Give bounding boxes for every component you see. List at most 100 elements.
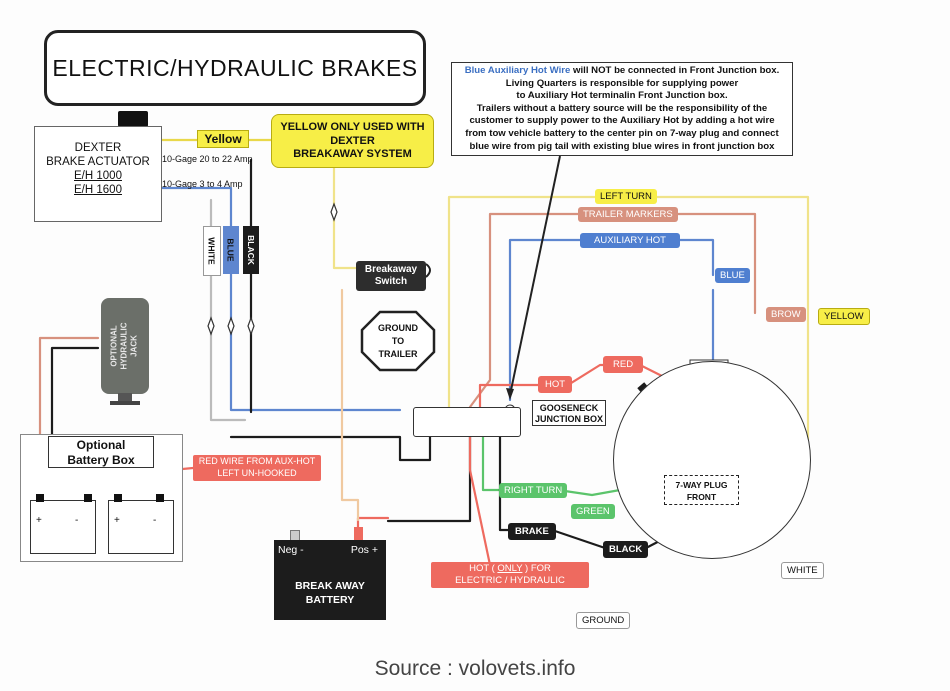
tag-black: BLACK <box>603 541 649 558</box>
actuator-model: E/H 1000 <box>74 170 122 182</box>
ground-line: TO <box>391 336 405 346</box>
battery-post <box>84 494 92 502</box>
battery-neg: Neg - <box>278 544 304 556</box>
switch-hook <box>425 263 431 278</box>
jack-base <box>118 393 132 403</box>
jack-line: OPTIONAL <box>109 325 119 367</box>
wire-trailer-markers <box>468 212 757 409</box>
wire-yellow-switch <box>332 166 358 270</box>
battery-box-line: Optional <box>76 438 126 452</box>
tag-green: GREEN <box>571 504 615 519</box>
yellow-wire-tag: Yellow <box>197 130 249 148</box>
battery-box-line: Battery Box <box>67 453 135 467</box>
plug-label: 7-WAY PLUG FRONT <box>664 475 739 505</box>
battery-cell: + - <box>30 500 96 554</box>
white-wire-tag: WHITE <box>203 226 221 276</box>
ground-line: TRAILER <box>378 349 418 359</box>
note-line: to Auxiliary Hot terminalin Front Juncti… <box>516 90 728 102</box>
note-line: Living Quarters is responsible for suppl… <box>505 77 739 89</box>
breakaway-battery: Neg - Pos + BREAK AWAY BATTERY <box>274 540 386 620</box>
hot-note-only: ONLY <box>497 563 523 574</box>
note-line: from tow vehicle battery to the center p… <box>465 127 779 139</box>
hot-note-text: HOT ( <box>469 563 498 574</box>
connector-diamond <box>247 316 255 336</box>
wire-black <box>229 158 432 462</box>
tag-trailer-markers: TRAILER MARKERS <box>578 207 678 222</box>
battery-post <box>156 494 164 502</box>
brake-actuator: DEXTER BRAKE ACTUATOR E/H 1000 E/H 1600 <box>34 126 162 222</box>
tag-hot: HOT <box>538 376 573 393</box>
ground-line: GROUND <box>378 323 418 333</box>
plug-line: 7-WAY PLUG <box>675 480 728 490</box>
ground-to-trailer: GROUND TO TRAILER <box>362 312 434 370</box>
tag-ground: GROUND <box>576 612 631 629</box>
red-wire-note: RED WIRE FROM AUX-HOT LEFT UN-HOOKED <box>193 455 321 481</box>
tag-red: RED <box>603 356 644 373</box>
tag-brake: BRAKE <box>508 523 556 540</box>
seven-way-plug <box>613 361 811 559</box>
note-line: blue wire from pig tail with existing bl… <box>469 140 775 152</box>
battery-post <box>36 494 44 502</box>
wire-hot <box>478 363 606 412</box>
jack-foot <box>110 401 140 405</box>
plug-line: FRONT <box>686 492 717 502</box>
note-text: will NOT be connected in Front Junction … <box>570 65 780 76</box>
note-line: Trailers without a battery source will b… <box>476 102 768 114</box>
minus-sign: - <box>75 515 79 526</box>
note-line: BREAKAWAY SYSTEM <box>293 148 412 160</box>
switch-label: Switch <box>374 276 408 287</box>
tag-brow: BROW <box>766 307 806 322</box>
connector-diamond <box>330 202 338 222</box>
jack-line: HYDRAULIC <box>119 322 129 370</box>
page-title: ELECTRIC/HYDRAULIC BRAKES <box>44 30 426 106</box>
actuator-model: E/H 1600 <box>74 184 122 196</box>
hot-note-text: ) FOR <box>522 563 551 574</box>
aux-hot-note: Blue Auxiliary Hot Wire will NOT be conn… <box>451 62 793 156</box>
source-credit: Source : volovets.info <box>374 657 576 680</box>
hot-note-line: ELECTRIC / HYDRAULIC <box>455 575 565 586</box>
red-note-line: LEFT UN-HOOKED <box>217 467 297 478</box>
wire-hot-only <box>468 433 492 567</box>
note-line: customer to supply power to the Auxiliar… <box>469 115 775 127</box>
connector-diamond <box>227 316 235 336</box>
battery-label: BREAK AWAY <box>295 580 365 592</box>
minus-sign: - <box>153 515 157 526</box>
gooseneck-junction-box <box>413 407 521 437</box>
tag-right-turn: RIGHT TURN <box>499 483 568 498</box>
battery-box-label: Optional Battery Box <box>48 436 154 468</box>
switch-label: Breakaway <box>364 264 418 275</box>
plus-sign: + <box>36 515 42 526</box>
tag-blue: BLUE <box>715 268 750 283</box>
yellow-breakaway-note: YELLOW ONLY USED WITH DEXTER BREAKAWAY S… <box>271 114 434 168</box>
note-line: DEXTER <box>330 134 375 147</box>
gooseneck-label: GOOSENECK JUNCTION BOX <box>532 400 606 426</box>
tag-white: WHITE <box>781 562 824 579</box>
black-wire-tag: BLACK <box>243 226 259 274</box>
wire-switch-down <box>340 288 360 522</box>
gooseneck-line: GOOSENECK <box>539 403 599 413</box>
tag-yellow: YELLOW <box>818 308 870 325</box>
red-note-line: RED WIRE FROM AUX-HOT <box>198 456 316 466</box>
plus-sign: + <box>114 515 120 526</box>
breakaway-switch: Breakaway Switch <box>356 261 426 291</box>
note-pointer <box>509 155 561 396</box>
jack-line: JACK <box>129 335 139 357</box>
connector-diamond <box>207 316 215 336</box>
note-blue-text: Blue Auxiliary Hot Wire <box>464 65 571 76</box>
wire-blue-actuator <box>160 186 402 412</box>
battery-label: BATTERY <box>305 594 355 606</box>
note-pointer-head <box>506 388 514 400</box>
blue-wire-tag: BLUE <box>223 226 239 274</box>
note-line: YELLOW ONLY USED WITH <box>280 121 425 133</box>
actuator-line: DEXTER <box>74 142 122 154</box>
battery-post <box>114 494 122 502</box>
tag-left-turn: LEFT TURN <box>595 189 657 204</box>
hot-only-note: HOT ( ONLY ) FOR ELECTRIC / HYDRAULIC <box>431 562 589 588</box>
battery-pos: Pos + <box>350 544 378 556</box>
actuator-line: BRAKE ACTUATOR <box>46 156 150 168</box>
actuator-cap <box>118 111 148 127</box>
battery-terminal-pos <box>354 527 363 540</box>
battery-cell: + - <box>108 500 174 554</box>
gooseneck-line: JUNCTION BOX <box>534 414 603 424</box>
